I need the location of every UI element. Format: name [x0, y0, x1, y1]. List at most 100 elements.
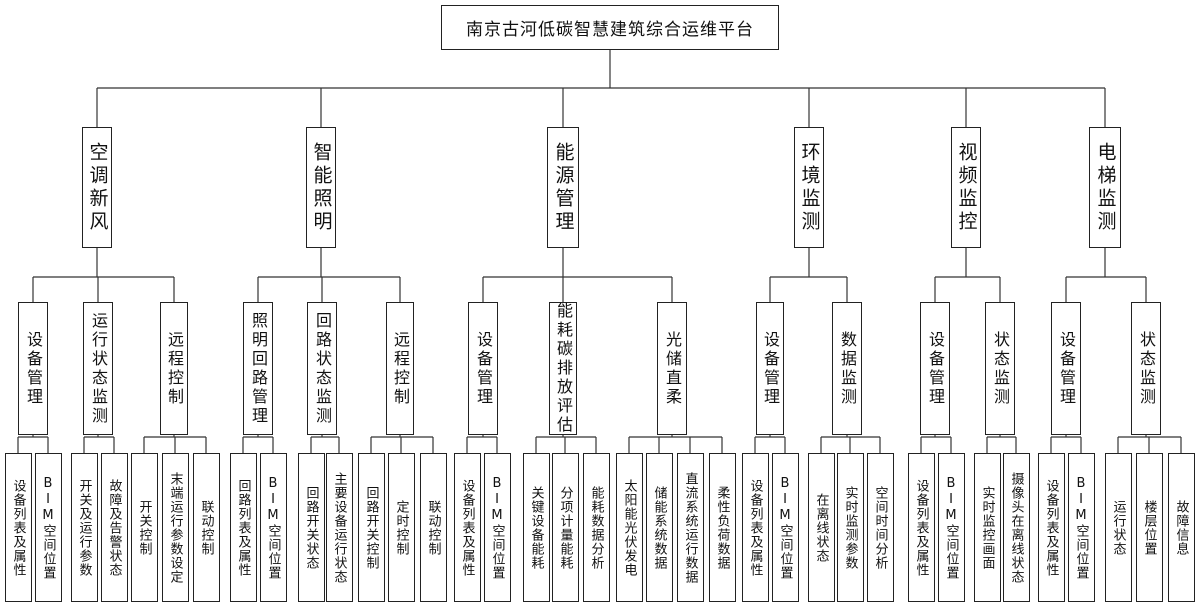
feature-label: 分项计量能耗: [557, 485, 573, 570]
feature-label: 设备列表及属性: [913, 478, 929, 577]
system-box: 能源管理: [547, 127, 579, 248]
feature-box: 柔性负荷数据: [708, 453, 736, 602]
module-label: 设备管理: [926, 330, 945, 407]
feature-label: 回路开关状态: [303, 485, 319, 570]
feature-label: 关键设备能耗: [528, 485, 544, 570]
feature-box: 设备列表及属性: [741, 453, 769, 602]
feature-label: BIM空间位置: [489, 475, 505, 580]
module-label: 能耗碳排放评估: [554, 302, 573, 435]
system-label: 智能照明: [310, 141, 333, 234]
feature-label: 实时监测参数: [842, 485, 858, 570]
feature-box: 开关及运行参数: [70, 453, 98, 602]
module-label: 状态监测: [991, 330, 1010, 407]
module-label: 运行状态监测: [89, 311, 108, 426]
feature-box: 楼层位置: [1135, 453, 1163, 602]
feature-box: 定时控制: [387, 453, 415, 602]
feature-box: 摄像头在离线状态: [1002, 453, 1030, 602]
feature-label: 储能系统数据: [651, 485, 667, 570]
feature-box: 设备列表及属性: [4, 453, 32, 602]
module-box: 状态监测: [1131, 302, 1161, 435]
feature-box: 故障信息: [1167, 453, 1195, 602]
feature-box: 回路开关控制: [357, 453, 385, 602]
module-label: 设备管理: [761, 330, 780, 407]
module-label: 状态监测: [1137, 330, 1156, 407]
feature-box: 联动控制: [419, 453, 447, 602]
module-box: 回路状态监测: [307, 302, 337, 435]
feature-label: BIM空间位置: [1073, 475, 1089, 580]
platform-title: 南京古河低碳智慧建筑综合运维平台: [466, 20, 754, 40]
module-label: 远程控制: [391, 330, 410, 407]
feature-label: 末端运行参数设定: [167, 471, 183, 584]
feature-box: 在离线状态: [807, 453, 835, 602]
feature-label: 设备列表及属性: [10, 478, 26, 577]
module-box: 远程控制: [160, 302, 188, 435]
feature-box: 联动控制: [192, 453, 220, 602]
system-label: 能源管理: [552, 141, 575, 234]
feature-box: 关键设备能耗: [522, 453, 550, 602]
system-box: 视频监控: [951, 127, 981, 248]
feature-box: 实时监控画面: [973, 453, 1001, 602]
feature-label: 设备列表及属性: [747, 478, 763, 577]
feature-box: 实时监测参数: [836, 453, 864, 602]
feature-box: 设备列表及属性: [907, 453, 935, 602]
feature-label: 在离线状态: [813, 492, 829, 563]
system-box: 电梯监测: [1089, 127, 1121, 248]
module-box: 设备管理: [18, 302, 48, 435]
feature-label: 故障及告警状态: [106, 478, 122, 577]
feature-label: 开关及运行参数: [76, 478, 92, 577]
feature-label: 回路开关控制: [363, 485, 379, 570]
feature-label: 故障信息: [1173, 499, 1189, 556]
system-box: 空调新风: [82, 127, 112, 248]
system-label: 视频监控: [955, 141, 978, 234]
module-box: 设备管理: [468, 302, 498, 435]
module-box: 数据监测: [832, 302, 862, 435]
feature-label: 开关控制: [136, 499, 152, 556]
feature-box: BIM空间位置: [771, 453, 799, 602]
feature-label: 太阳能光伏发电: [621, 478, 637, 577]
feature-box: BIM空间位置: [937, 453, 965, 602]
feature-box: BIM空间位置: [483, 453, 511, 602]
feature-label: BIM空间位置: [777, 475, 793, 580]
module-box: 运行状态监测: [83, 302, 113, 435]
module-box: 设备管理: [1051, 302, 1081, 435]
platform-title-box: 南京古河低碳智慧建筑综合运维平台: [441, 5, 779, 50]
feature-label: 运行状态: [1110, 499, 1126, 556]
feature-label: 实时监控画面: [979, 485, 995, 570]
feature-box: 分项计量能耗: [551, 453, 579, 602]
feature-box: 主要设备运行状态: [325, 453, 353, 602]
system-box: 环境监测: [794, 127, 824, 248]
module-label: 设备管理: [1057, 330, 1076, 407]
feature-box: 太阳能光伏发电: [615, 453, 643, 602]
feature-box: 设备列表及属性: [1037, 453, 1065, 602]
module-box: 状态监测: [985, 302, 1015, 435]
feature-box: 开关控制: [130, 453, 158, 602]
system-label: 空调新风: [86, 141, 109, 234]
module-box: 设备管理: [920, 302, 950, 435]
module-label: 回路状态监测: [313, 311, 332, 426]
system-box: 智能照明: [306, 127, 336, 248]
feature-label: BIM空间位置: [40, 475, 56, 580]
feature-box: 末端运行参数设定: [161, 453, 189, 602]
module-label: 设备管理: [24, 330, 43, 407]
system-label: 电梯监测: [1094, 141, 1117, 234]
module-label: 设备管理: [474, 330, 493, 407]
feature-label: 柔性负荷数据: [714, 485, 730, 570]
module-box: 远程控制: [386, 302, 414, 435]
feature-label: 主要设备运行状态: [331, 471, 347, 584]
feature-box: 回路开关状态: [297, 453, 325, 602]
feature-label: 楼层位置: [1141, 499, 1157, 556]
system-label: 环境监测: [798, 141, 821, 234]
feature-box: BIM空间位置: [34, 453, 62, 602]
feature-label: 回路列表及属性: [235, 478, 251, 577]
module-box: 设备管理: [756, 302, 784, 435]
module-label: 光储直柔: [663, 330, 682, 407]
feature-box: 空间时间分析: [866, 453, 894, 602]
feature-label: 设备列表及属性: [459, 478, 475, 577]
feature-box: 储能系统数据: [645, 453, 673, 602]
feature-label: 摄像头在离线状态: [1008, 471, 1024, 584]
feature-box: 设备列表及属性: [453, 453, 481, 602]
module-label: 照明回路管理: [249, 311, 268, 426]
feature-box: BIM空间位置: [1067, 453, 1095, 602]
feature-box: BIM空间位置: [259, 453, 287, 602]
